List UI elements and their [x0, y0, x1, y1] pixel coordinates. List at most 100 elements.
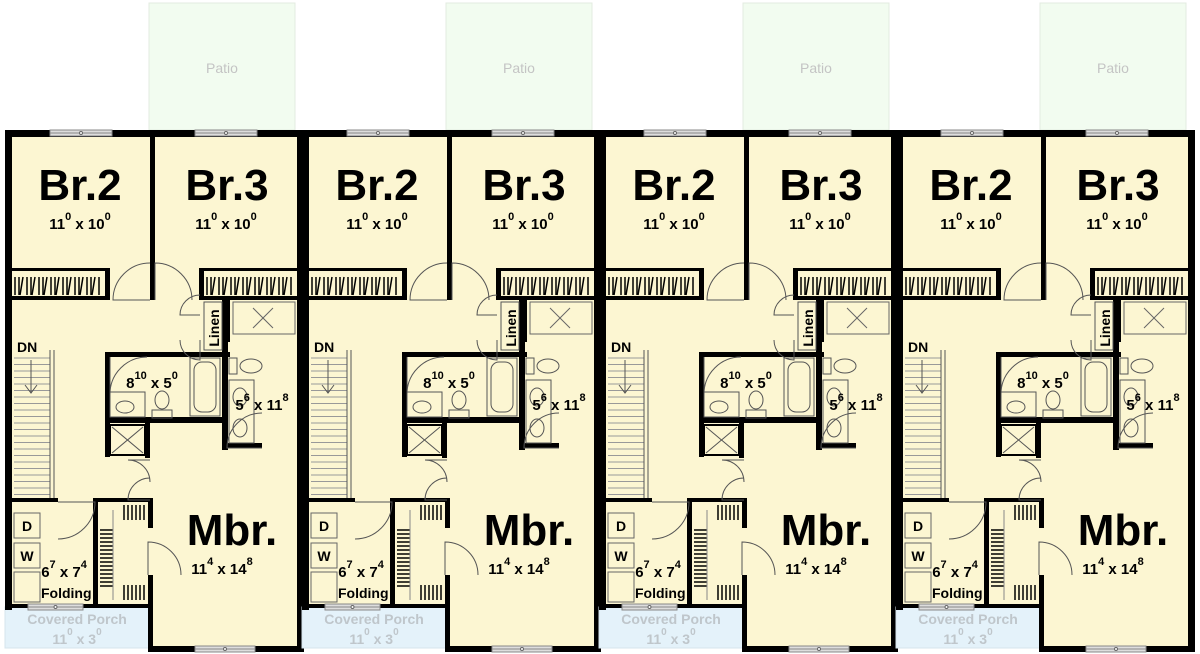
door-swing — [721, 477, 745, 501]
bedroom-3-label: Br.3 — [1076, 161, 1159, 210]
patio-label: Patio — [800, 60, 832, 76]
porch-dimensions: 110 x 30 — [943, 627, 993, 647]
door-swing — [179, 294, 201, 316]
dryer-label: D — [22, 518, 32, 534]
porch-dimensions: 110 x 30 — [52, 627, 102, 647]
window — [491, 129, 555, 137]
door-swing — [444, 541, 479, 576]
window — [1085, 645, 1147, 653]
bath-fixtures — [406, 357, 560, 444]
window — [940, 129, 1004, 137]
window — [788, 645, 850, 653]
door-swing — [1045, 262, 1084, 301]
door-swing — [451, 262, 490, 301]
door-swing — [820, 412, 857, 449]
washer-label: W — [317, 548, 331, 564]
door-swing — [773, 339, 795, 361]
door-swing — [409, 262, 448, 301]
closet-rod — [14, 276, 292, 296]
room-dimensions: 114 x 148 — [488, 556, 549, 578]
closet-rod — [608, 276, 886, 296]
patio: Patio — [742, 2, 890, 131]
closet-rod — [311, 276, 589, 296]
master-bedroom-label: Mbr. — [781, 506, 871, 555]
stairs-down-label: DN — [17, 339, 37, 355]
storage-box — [703, 424, 740, 456]
walk-in-closet — [100, 505, 145, 600]
room-dimensions: 67 x 74 — [338, 559, 385, 581]
stairs-down-label: DN — [611, 339, 631, 355]
folding-label: Folding — [932, 585, 983, 601]
room-dimensions: 67 x 74 — [635, 559, 682, 581]
bedroom-3-label: Br.3 — [482, 161, 565, 210]
closet-rod — [905, 276, 1183, 296]
window — [324, 603, 381, 611]
bedroom-3-label: Br.3 — [185, 161, 268, 210]
stairs — [14, 350, 55, 498]
room-dimensions: 56 x 118 — [1126, 392, 1179, 414]
door-swing — [476, 294, 498, 316]
door-swing — [773, 294, 795, 316]
door-swing — [651, 501, 690, 540]
door-swing — [1070, 339, 1092, 361]
window — [1085, 129, 1149, 137]
window — [621, 603, 678, 611]
washer-label: W — [20, 548, 34, 564]
master-bedroom-label: Mbr. — [187, 506, 277, 555]
shower — [232, 301, 296, 335]
door-swing — [226, 412, 263, 449]
door-swing — [741, 541, 776, 576]
stairs-down-label: DN — [314, 339, 334, 355]
linen-label: Linen — [503, 309, 519, 346]
room-dimensions: 110 x 100 — [346, 211, 407, 233]
window — [918, 603, 975, 611]
room-dimensions: 56 x 118 — [829, 392, 882, 414]
shower — [1123, 301, 1187, 335]
window — [346, 129, 410, 137]
patio: Patio — [1039, 2, 1187, 131]
linen-label: Linen — [800, 309, 816, 346]
door-swing — [948, 501, 987, 540]
room-dimensions: 56 x 118 — [532, 392, 585, 414]
porch-label: Covered Porch — [27, 611, 127, 627]
stairs — [311, 350, 352, 498]
room-dimensions: 114 x 148 — [785, 556, 846, 578]
door-swing — [1070, 294, 1092, 316]
door-swing — [1003, 262, 1042, 301]
porch-dimensions: 110 x 30 — [646, 627, 696, 647]
room-dimensions: 110 x 100 — [195, 211, 256, 233]
dryer: D — [607, 512, 635, 539]
patio: Patio — [148, 2, 296, 131]
patio-label: Patio — [206, 60, 238, 76]
door-swing — [748, 262, 787, 301]
washer: W — [310, 542, 338, 569]
walk-in-closet — [694, 505, 739, 600]
door-swing — [1038, 541, 1073, 576]
room-dimensions: 67 x 74 — [41, 559, 88, 581]
door-swing — [706, 262, 745, 301]
window — [491, 645, 553, 653]
door-swing — [147, 541, 182, 576]
washer: W — [904, 542, 932, 569]
folding-label: Folding — [41, 585, 92, 601]
porch-label: Covered Porch — [918, 611, 1018, 627]
room-dimensions: 110 x 100 — [940, 211, 1001, 233]
shower — [826, 301, 890, 335]
dryer: D — [310, 512, 338, 539]
door-swing — [57, 501, 96, 540]
linen-label: Linen — [206, 309, 222, 346]
room-dimensions: 810 x 50 — [126, 370, 178, 392]
washer-label: W — [614, 548, 628, 564]
patio-label: Patio — [1097, 60, 1129, 76]
door-swing — [154, 262, 193, 301]
folding-label: Folding — [338, 585, 389, 601]
room-dimensions: 810 x 50 — [720, 370, 772, 392]
master-bedroom-label: Mbr. — [1078, 506, 1168, 555]
window — [788, 129, 852, 137]
bedroom-2-label: Br.2 — [929, 161, 1012, 210]
stairs — [905, 350, 946, 498]
room-dimensions: 114 x 148 — [191, 556, 252, 578]
